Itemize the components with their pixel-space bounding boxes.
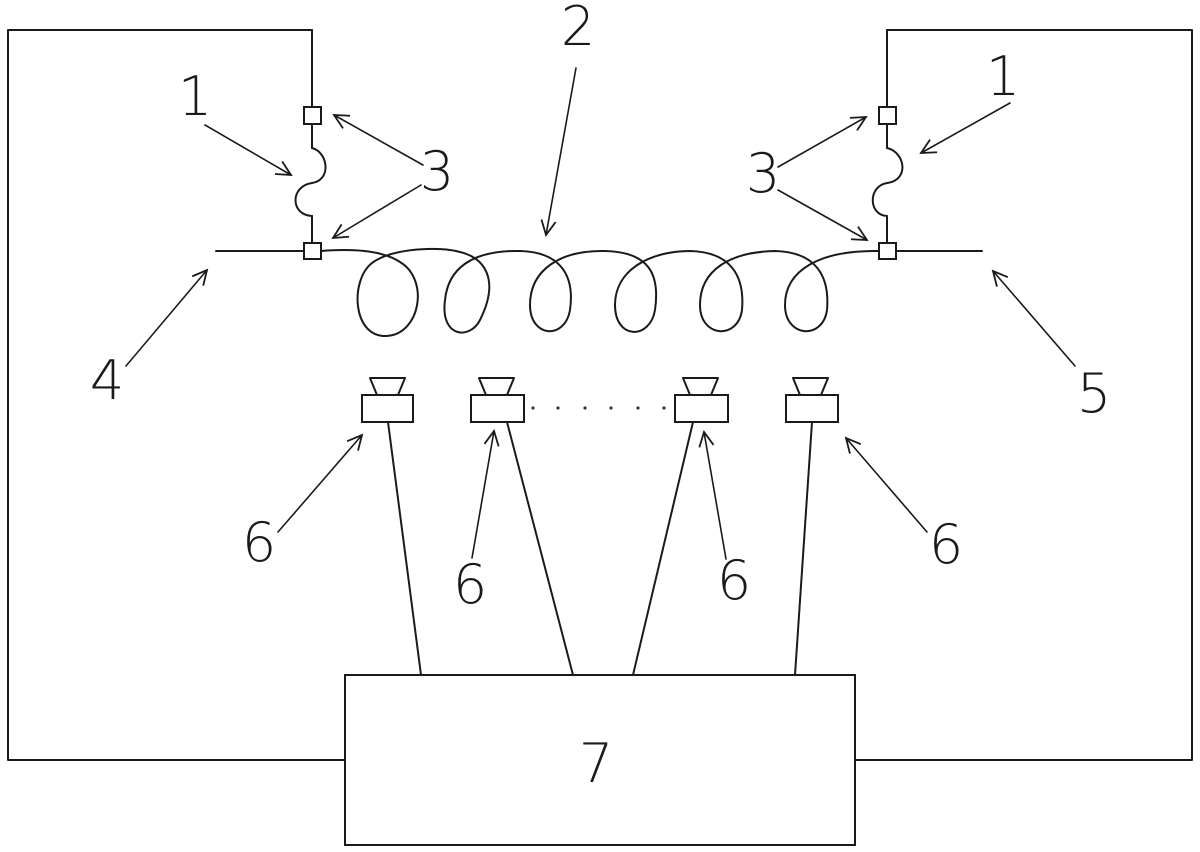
label-3-right: 3: [746, 142, 780, 205]
arrow-3-right-top: [777, 117, 866, 168]
left-connector-top: [303, 106, 322, 125]
detector-gap-dots: [531, 406, 666, 410]
label-2: 2: [561, 0, 595, 58]
gap-dot: [636, 406, 640, 410]
arrow-1-left: [204, 124, 291, 175]
right-bend-element: [871, 147, 904, 217]
arrow-6-fourth: [846, 438, 928, 533]
gap-dot: [556, 406, 560, 410]
label-6-second: 6: [453, 553, 487, 616]
detector-2-lens-icon: [478, 377, 515, 396]
right-bend-assembly: [871, 29, 904, 260]
detector-4: [785, 377, 839, 423]
gap-dot: [583, 406, 587, 410]
label-6-first: 6: [242, 511, 276, 574]
label-1-right: 1: [986, 45, 1020, 108]
arrow-1-right: [921, 102, 1011, 153]
label-6-fourth: 6: [929, 513, 963, 576]
detector-1: [361, 377, 414, 423]
detector-2-wire: [506, 421, 574, 676]
detector-3: [674, 377, 729, 423]
label-4: 4: [90, 349, 124, 412]
label-7: 7: [579, 732, 613, 795]
right-connector-top: [878, 106, 897, 125]
arrow-3-left-bottom: [333, 184, 422, 238]
detector-1-wire: [387, 421, 422, 676]
detector-4-lens-icon: [792, 377, 829, 396]
right-feedback-wire: [854, 29, 1193, 761]
detector-4-wire: [794, 421, 813, 676]
arrow-6-first: [277, 435, 362, 533]
gap-dot: [531, 406, 535, 410]
arrow-3-left-top: [334, 115, 424, 166]
left-bend-assembly: [294, 29, 327, 260]
detector-3-lens-icon: [682, 377, 719, 396]
gap-dot: [609, 406, 613, 410]
detector-2: [470, 377, 525, 423]
arrow-5: [993, 271, 1076, 367]
arrow-3-right-bottom: [777, 189, 867, 240]
arrow-2: [546, 67, 577, 235]
gap-dot: [662, 406, 666, 410]
label-6-third: 6: [717, 549, 751, 612]
left-connector-bottom: [303, 242, 322, 260]
leader-arrows: [125, 67, 1076, 560]
detector-1-lens-icon: [369, 377, 406, 396]
left-feedback-wire: [7, 29, 346, 761]
left-bend-element: [294, 147, 327, 217]
arrow-6-second: [471, 431, 494, 559]
arrow-4: [125, 270, 207, 367]
arrow-6-third: [704, 432, 727, 560]
detector-2-body: [470, 394, 525, 423]
detector-3-body: [674, 394, 729, 423]
right-connector-bottom: [878, 242, 897, 260]
label-3-left: 3: [420, 140, 454, 203]
detector-3-wire: [632, 421, 694, 676]
detector-4-body: [785, 394, 839, 423]
label-1-left: 1: [178, 65, 212, 128]
processing-unit-box: [344, 674, 856, 846]
coiled-fiber: [320, 247, 880, 338]
label-5: 5: [1077, 362, 1111, 425]
detector-1-body: [361, 394, 414, 423]
